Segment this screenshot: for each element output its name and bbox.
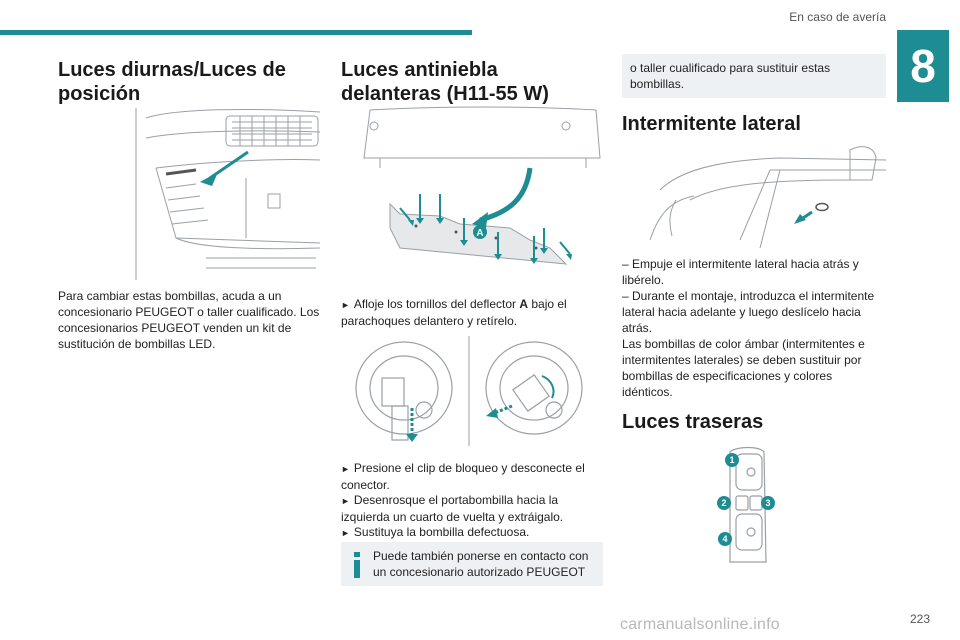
daytime-lights-illustration bbox=[135, 108, 321, 280]
header-accent-bar bbox=[0, 30, 472, 35]
fog-step-2: Presione el clip de bloqueo y desconecte… bbox=[341, 460, 603, 493]
rear-label-2: 2 bbox=[721, 498, 726, 508]
rear-light-cluster-illustration: 1 2 3 4 bbox=[717, 446, 775, 563]
side-indicator-illustration bbox=[649, 146, 887, 249]
heading-rear-lights: Luces traseras bbox=[622, 411, 764, 433]
heading-daytime-lights: Luces diurnas/Luces de posición bbox=[58, 59, 286, 105]
section-title: En caso de avería bbox=[789, 10, 886, 24]
info-note-continued: o taller cualificado para sustituir esta… bbox=[622, 54, 886, 98]
fog-step-4: Sustituya la bombilla defectuosa. bbox=[341, 524, 603, 541]
fog-step-3: Desenrosque el portabombilla hacia la iz… bbox=[341, 492, 603, 525]
fog-step-1: Afloje los tornillos del deflector A baj… bbox=[341, 296, 603, 329]
info-note-continued-text: o taller cualificado para sustituir esta… bbox=[630, 61, 831, 91]
daytime-lights-text: Para cambiar estas bombillas, acuda a un… bbox=[58, 289, 320, 351]
side-note: Las bombillas de color ámbar (intermiten… bbox=[622, 337, 865, 399]
heading-fog-lights: Luces antiniebla delanteras (H11-55 W) bbox=[341, 59, 549, 105]
heading-side-indicator: Intermitente lateral bbox=[622, 113, 801, 135]
info-icon bbox=[354, 552, 360, 578]
side-step-2: – Durante el montaje, introduzca el inte… bbox=[622, 289, 875, 335]
rear-label-1: 1 bbox=[729, 455, 734, 465]
chapter-number-tab: 8 bbox=[897, 30, 949, 102]
info-note-text: Puede también ponerse en contacto con un… bbox=[373, 549, 589, 579]
page-number: 223 bbox=[909, 612, 930, 626]
watermark: carmanualsonline.info bbox=[620, 616, 780, 633]
info-note: Puede también ponerse en contacto con un… bbox=[341, 542, 603, 586]
rear-label-3: 3 bbox=[765, 498, 770, 508]
callout-a-label: A bbox=[476, 228, 483, 239]
fog-bulb-illustration bbox=[355, 336, 583, 446]
rear-label-4: 4 bbox=[722, 534, 727, 544]
side-step-1: – Empuje el intermitente lateral hacia a… bbox=[622, 257, 859, 287]
fog-deflector-illustration: A bbox=[363, 106, 601, 265]
